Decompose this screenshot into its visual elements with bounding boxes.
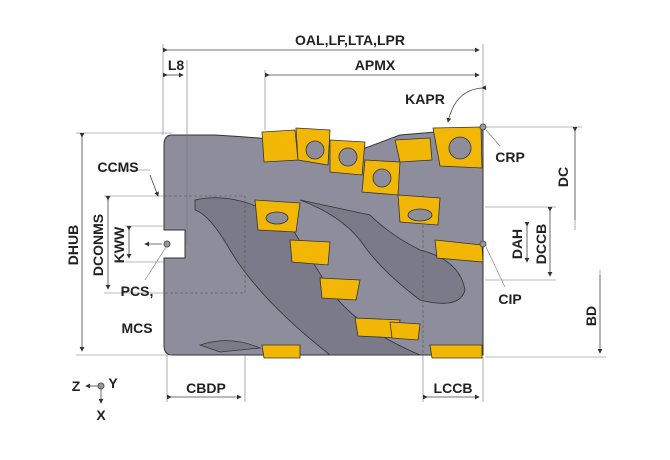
label-l8: L8 — [168, 57, 185, 73]
label-pcs: PCS, — [121, 283, 154, 299]
axis-x-label: X — [96, 407, 106, 423]
label-oal: OAL,LF,LTA,LPR — [295, 32, 405, 48]
extension-lines — [76, 44, 606, 402]
label-bd: BD — [583, 306, 599, 326]
label-crp: CRP — [495, 149, 525, 165]
label-ccms: CCMS — [97, 159, 138, 175]
label-dconms: DCONMS — [90, 214, 106, 276]
label-dhub: DHUB — [65, 225, 81, 265]
label-dah: DAH — [509, 229, 525, 259]
label-dccb: DCCB — [533, 224, 549, 264]
axis-z-label: Z — [72, 378, 81, 394]
crp-point — [479, 123, 487, 131]
label-cip: CIP — [498, 291, 521, 307]
inserts — [254, 126, 484, 359]
label-kww: KWW — [111, 226, 127, 263]
coordinate-axes: Z Y X — [72, 375, 119, 423]
label-kapr: KAPR — [405, 91, 445, 107]
label-dc: DC — [555, 167, 571, 187]
label-apmx: APMX — [355, 57, 396, 73]
cip-point — [479, 240, 487, 248]
axis-y-label: Y — [108, 375, 118, 391]
label-lccb: LCCB — [434, 380, 473, 396]
dimension-lines — [79, 47, 603, 400]
pcs-point — [163, 240, 171, 248]
label-mcs: MCS — [121, 320, 152, 336]
label-cbdp: CBDP — [186, 380, 226, 396]
